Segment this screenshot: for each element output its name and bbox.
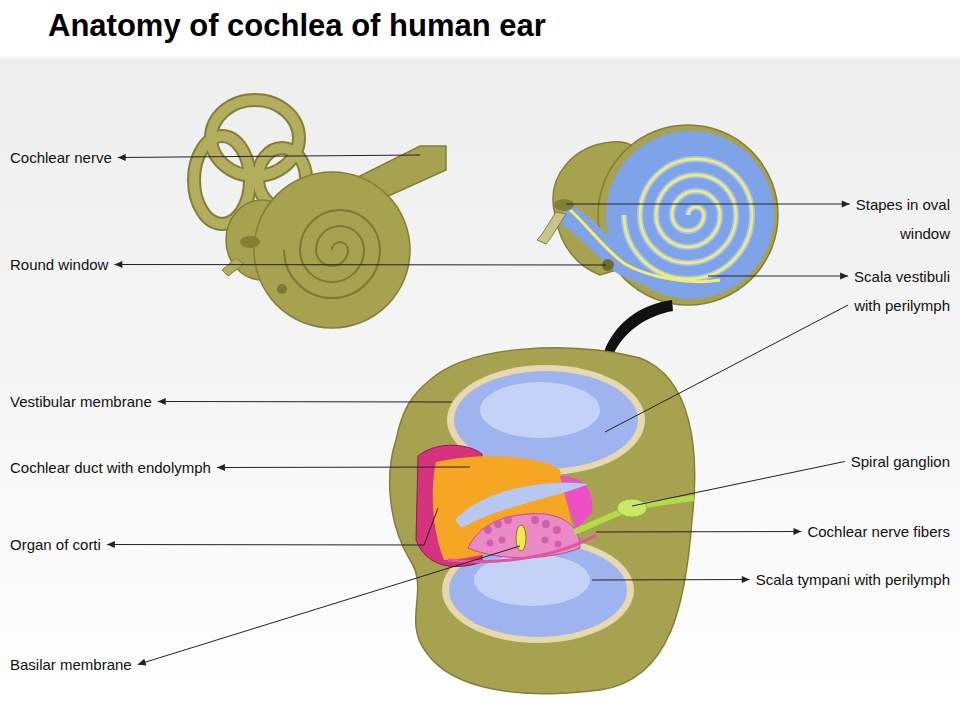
cochlear-duct-line [568,208,720,282]
arrow-head [138,659,147,666]
cochlea-section-view [537,125,778,305]
arrow-head [217,464,225,471]
cell [494,520,502,528]
spiral-ganglion [617,499,647,517]
arrow-head [118,154,126,161]
part-label: Basilar membrane [10,656,132,674]
part-label: Round window [10,256,108,274]
cochlea-spiral [284,210,380,298]
part-label: Scala tympani with perilymph [756,571,950,589]
stapes [537,212,566,244]
highlight [480,382,600,438]
leader-line [107,508,438,545]
cell [555,541,562,548]
organ-of-corti [468,514,580,558]
leader-line [114,264,606,266]
leader-line [708,276,848,277]
part-label: Spiral ganglion [851,453,950,471]
arrow-head [793,528,801,535]
leader-line [138,546,520,665]
oval-window [240,236,260,248]
basilar-membrane [448,535,596,562]
spiral-band [624,159,752,279]
arrow-head [114,261,122,268]
cochlea-cross-section [390,348,695,694]
part-label: Cochlear nerve [10,149,112,167]
part-label: Vestibular membrane [10,393,152,411]
part-label: Stapes in oval window [825,190,950,248]
bony-wall [390,348,695,694]
cell [484,526,492,534]
part-label: Cochlear duct with endolymph [10,459,211,477]
cell [504,516,512,524]
arrow-head [158,398,166,405]
spiral-line [624,159,752,279]
part-label: Organ of corti [10,536,101,554]
inner-ear [194,100,446,328]
arrow-head [107,541,115,548]
cell [553,526,561,534]
leader-line [632,462,845,507]
leader-line [592,579,750,581]
cell [499,537,506,544]
arrow-head [842,201,850,208]
cochlea [254,172,410,328]
stapes [222,258,244,276]
cell [542,537,549,544]
cell [531,516,539,524]
part-label: Scala vestibuli with perilymph [825,262,950,320]
cochlear-nerve-fibers [574,498,694,532]
arrow-head [742,576,750,583]
leader-line [217,467,470,469]
oval-window [554,199,574,211]
leader-line [605,305,848,432]
diagram-title: Anatomy of cochlea of human ear [48,8,546,44]
cell [487,540,494,547]
cell [542,520,550,528]
cochlea [598,125,778,305]
leader-line [566,204,850,205]
leader-line [596,531,801,533]
leader-line [158,401,452,403]
leader-line [118,155,420,158]
round-window [277,284,287,294]
arrow-head [840,273,848,280]
part-label: Cochlear nerve fibers [807,523,950,541]
